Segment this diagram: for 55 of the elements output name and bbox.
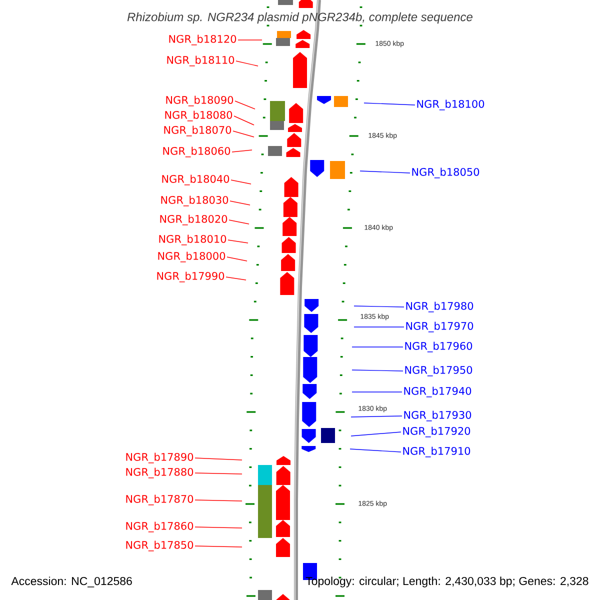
gene-label: NGR_b17860 (126, 522, 194, 532)
leader-line (236, 60, 258, 66)
leader-line (352, 370, 404, 372)
leader-line (194, 546, 242, 548)
gene-label: NGR_b17950 (405, 366, 472, 376)
leader-line (226, 276, 246, 280)
gene-label: NGR_b18000 (158, 252, 226, 262)
gene-label: NGR_b18100 (417, 100, 484, 110)
footer-text: Topology: circular; Length: 2,430,033 bp; Genes: 2,328 (306, 576, 588, 588)
gene-label: NGR_b17930 (404, 410, 472, 422)
leader-line (232, 150, 252, 152)
gene-label: NGR_b17880 (126, 468, 194, 478)
gene-label: NGR_b17890 (126, 452, 194, 464)
leader-line (230, 200, 250, 206)
leader-line (230, 180, 252, 184)
gene-label: NGR_b18030 (161, 196, 228, 206)
leader-line (194, 458, 242, 460)
footer-text: Accession: NC_012586 (11, 576, 132, 588)
gene-label: NGR_b17940 (404, 386, 472, 398)
leader-line (228, 240, 248, 244)
gene-label: NGR_b18040 (162, 174, 230, 186)
gene-label: NGR_b18090 (166, 96, 234, 106)
gene-label: NGR_b17910 (403, 446, 470, 458)
leader-line (234, 116, 254, 126)
leader-line (354, 306, 404, 308)
leader-line (234, 100, 256, 110)
leader-line (232, 130, 254, 138)
gene-label: NGR_b17960 (405, 342, 472, 352)
gene-label: NGR_b17850 (126, 540, 194, 552)
gene-label: NGR_b18020 (160, 214, 228, 226)
gene-label: NGR_b17970 (406, 322, 474, 332)
gene-label: NGR_b18120 (169, 34, 236, 46)
title: Rhizobium sp. NGR234 plasmid pNGR234b, complete sequence (127, 12, 472, 24)
leader-line (194, 526, 242, 528)
gene-label: NGR_b17920 (403, 426, 470, 438)
gene-label: NGR_b18060 (163, 146, 230, 158)
leader-line (364, 102, 416, 106)
gene-label: NGR_b17980 (406, 302, 474, 312)
gene-label: NGR_b18050 (412, 168, 480, 178)
gene-label: NGR_b18010 (159, 234, 226, 246)
leader-line (350, 432, 402, 436)
leader-line (228, 220, 250, 224)
leader-line (350, 416, 402, 418)
leader-line (352, 346, 404, 348)
gene-label: NGR_b17990 (157, 272, 224, 282)
leader-line (350, 448, 402, 452)
leader-line (194, 500, 242, 502)
leader-line (226, 256, 248, 262)
leader-line (354, 326, 404, 328)
gene-label: NGR_b18070 (164, 126, 232, 136)
gene-label: NGR_b18080 (165, 110, 232, 122)
gene-label: NGR_b17870 (126, 494, 194, 506)
leader-line (194, 472, 242, 474)
gene-label: NGR_b18110 (167, 56, 234, 66)
leader-line (360, 170, 410, 174)
